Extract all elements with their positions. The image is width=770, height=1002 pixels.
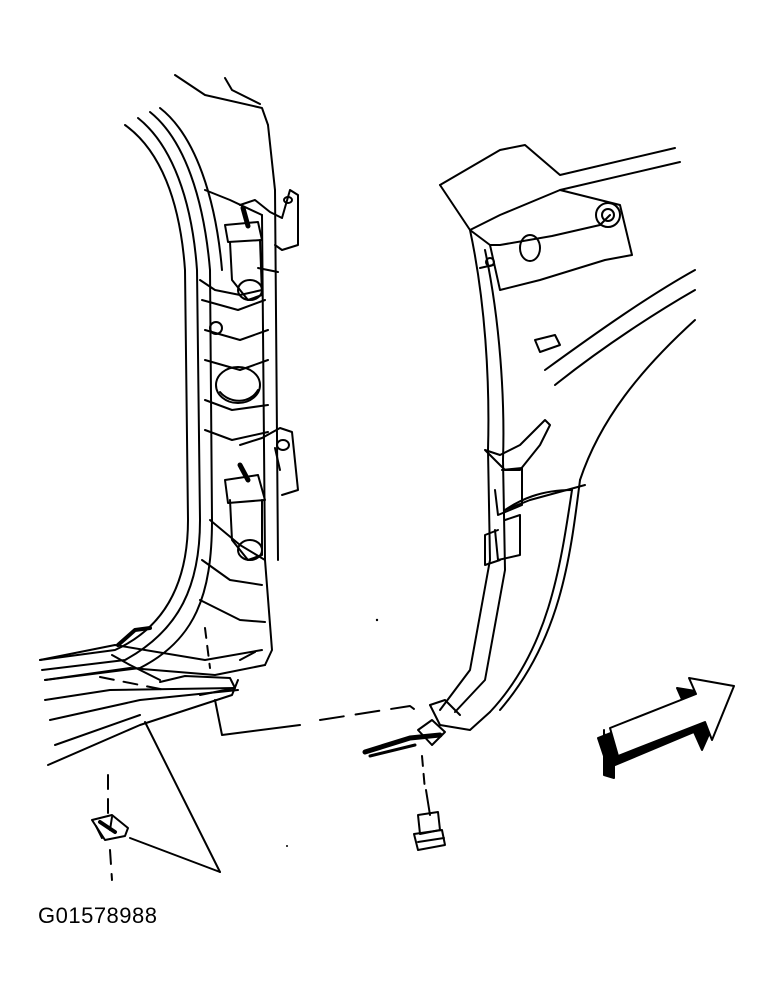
- fender-panel: [362, 144, 696, 758]
- fastener-bolt: [413, 789, 446, 851]
- scan-dot: [375, 618, 379, 622]
- figure-code: G01578988: [38, 903, 158, 928]
- door-hinge-lower: [224, 427, 299, 561]
- direction-arrow: [597, 677, 735, 779]
- body-pillar-panel: [39, 74, 279, 766]
- rocker-sill: [44, 687, 236, 701]
- scan-dot: [286, 845, 288, 847]
- leader-lines: [99, 627, 426, 881]
- retainer-clip: [91, 814, 129, 841]
- door-hinge-upper: [224, 189, 299, 301]
